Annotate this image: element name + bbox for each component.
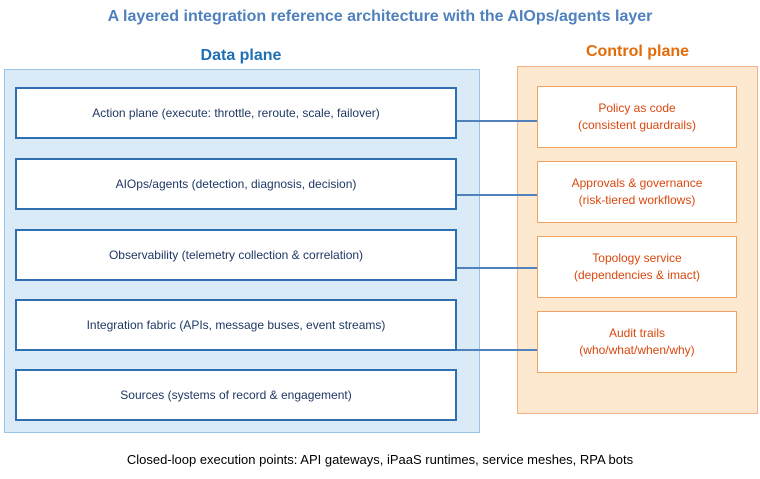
layer-integration-fabric: Integration fabric (APIs, message buses,… bbox=[15, 299, 457, 351]
control-box-sublabel: (risk-tiered workflows) bbox=[578, 193, 696, 207]
connector-line-2 bbox=[457, 194, 538, 196]
control-box-sublabel: (dependencies & imact) bbox=[573, 268, 701, 282]
control-box-sublabel: (who/what/when/why) bbox=[579, 343, 695, 357]
control-plane-title: Control plane bbox=[585, 43, 690, 60]
layer-observability: Observability (telemetry collection & co… bbox=[15, 229, 457, 281]
control-box-topology-service: Topology service (dependencies & imact) bbox=[537, 236, 737, 298]
connector-line-1 bbox=[457, 120, 538, 122]
layer-sources: Sources (systems of record & engagement) bbox=[15, 369, 457, 421]
control-box-sublabel: (consistent guardrails) bbox=[577, 118, 697, 132]
control-box-label: Topology service bbox=[592, 251, 682, 265]
control-box-approvals-governance: Approvals & governance (risk-tiered work… bbox=[537, 161, 737, 223]
control-box-label: Audit trails bbox=[608, 326, 666, 340]
control-box-audit-trails: Audit trails (who/what/when/why) bbox=[537, 311, 737, 373]
control-box-label: Policy as code bbox=[598, 101, 676, 115]
control-box-label: Approvals & governance bbox=[571, 176, 703, 190]
footer-caption: Closed-loop execution points: API gatewa… bbox=[126, 452, 634, 467]
layer-aiops-agents: AIOps/agents (detection, diagnosis, deci… bbox=[15, 158, 457, 210]
data-plane-title: Data plane bbox=[200, 47, 282, 64]
connector-line-4 bbox=[457, 349, 538, 351]
diagram-title: A layered integration reference architec… bbox=[107, 8, 653, 25]
connector-line-3 bbox=[457, 267, 538, 269]
layer-action-plane: Action plane (execute: throttle, reroute… bbox=[15, 87, 457, 139]
control-box-policy-as-code: Policy as code (consistent guardrails) bbox=[537, 86, 737, 148]
